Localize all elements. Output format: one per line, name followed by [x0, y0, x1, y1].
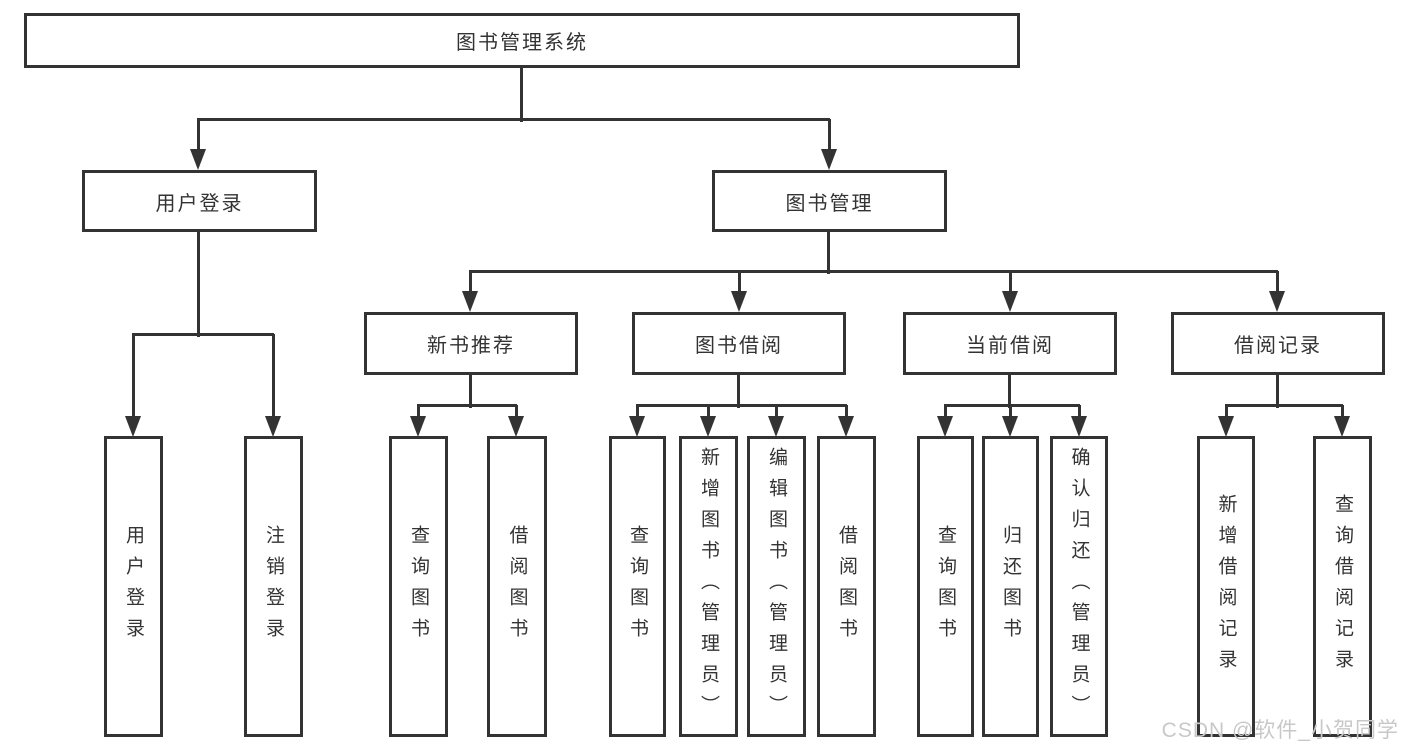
node-new-book-recommend-label: 新书推荐: [427, 335, 515, 357]
connector-line: [738, 271, 741, 293]
connector-line: [469, 374, 472, 408]
node-root-label: 图书管理系统: [456, 32, 588, 54]
leaf-confirm-return-admin-label: 确认归还（管理员）: [1068, 447, 1090, 726]
node-user-login-label: 用户登录: [155, 192, 244, 215]
arrow-down-icon: [265, 416, 281, 437]
leaf-logout: 注销登录: [244, 436, 303, 737]
leaf-borrow-books-recommend-label: 借阅图书: [506, 524, 528, 649]
leaf-borrow-books-recommend: 借阅图书: [487, 436, 547, 737]
leaf-query-books-borrowing: 查询图书: [609, 436, 666, 737]
leaf-edit-books-admin-label: 编辑图书（管理员）: [766, 447, 787, 726]
connector-line: [827, 232, 830, 274]
connector-line: [775, 405, 778, 418]
leaf-query-books-current: 查询图书: [917, 436, 974, 737]
node-book-management-label: 图书管理: [785, 192, 874, 215]
watermark: CSDN @软件_小贺同学: [1161, 719, 1399, 742]
node-book-management: 图书管理: [712, 170, 947, 232]
connector-line: [737, 374, 740, 408]
leaf-edit-books-admin: 编辑图书（管理员）: [747, 436, 806, 737]
connector-line: [944, 404, 1080, 407]
connector-line: [417, 405, 420, 418]
arrow-down-icon: [731, 291, 747, 312]
connector-line: [1225, 405, 1228, 418]
arrow-down-icon: [1218, 416, 1234, 437]
leaf-add-books-admin-label: 新增图书（管理员）: [698, 447, 719, 726]
connector-line: [520, 68, 523, 122]
arrow-down-icon: [1071, 416, 1087, 437]
connector-line: [515, 405, 518, 418]
connector-line: [132, 334, 135, 418]
leaf-return-books-label: 归还图书: [1000, 524, 1021, 649]
node-borrowing-records-label: 借阅记录: [1234, 335, 1322, 357]
leaf-add-borrow-record-label: 新增借阅记录: [1215, 493, 1237, 680]
leaf-user-login: 用户登录: [104, 436, 163, 737]
arrow-down-icon: [1269, 291, 1285, 312]
connector-line: [828, 119, 831, 151]
leaf-add-borrow-record: 新增借阅记录: [1197, 436, 1255, 737]
node-root: 图书管理系统: [24, 13, 1020, 68]
connector-line: [1009, 271, 1012, 293]
arrow-down-icon: [462, 291, 478, 312]
node-user-login: 用户登录: [82, 170, 317, 232]
leaf-confirm-return-admin: 确认归还（管理员）: [1050, 436, 1108, 737]
connector-line: [1276, 374, 1279, 408]
connector-line: [1341, 405, 1344, 418]
connector-line: [1008, 374, 1011, 408]
leaf-logout-label: 注销登录: [263, 524, 284, 649]
arrow-down-icon: [190, 149, 206, 170]
arrow-down-icon: [629, 416, 645, 437]
connector-line: [707, 405, 710, 418]
node-borrowing-records: 借阅记录: [1171, 312, 1385, 375]
leaf-query-books-borrowing-label: 查询图书: [627, 524, 648, 649]
leaf-query-borrow-record-label: 查询借阅记录: [1332, 493, 1353, 680]
connector-line: [1009, 405, 1012, 418]
connector-line: [1276, 271, 1279, 293]
leaf-query-books-current-label: 查询图书: [935, 524, 956, 649]
connector-line: [1225, 404, 1343, 407]
connector-line: [417, 404, 517, 407]
node-book-borrowing: 图书借阅: [632, 312, 846, 375]
connector-line: [845, 405, 848, 418]
leaf-borrow-books-borrowing-label: 借阅图书: [836, 524, 857, 649]
leaf-query-books-recommend-label: 查询图书: [408, 524, 429, 649]
leaf-return-books: 归还图书: [982, 436, 1039, 737]
arrow-down-icon: [125, 416, 141, 437]
arrow-down-icon: [1002, 416, 1018, 437]
leaf-query-books-recommend: 查询图书: [389, 436, 448, 737]
connector-line: [1078, 405, 1081, 418]
node-new-book-recommend: 新书推荐: [364, 312, 578, 375]
node-current-borrowing-label: 当前借阅: [966, 335, 1054, 357]
arrow-down-icon: [700, 416, 716, 437]
connector-line: [197, 119, 200, 151]
arrow-down-icon: [1002, 291, 1018, 312]
arrow-down-icon: [821, 149, 837, 170]
node-book-borrowing-label: 图书借阅: [695, 335, 783, 357]
arrow-down-icon: [768, 416, 784, 437]
arrow-down-icon: [508, 416, 524, 437]
leaf-add-books-admin: 新增图书（管理员）: [679, 436, 738, 737]
connector-line: [469, 271, 472, 293]
connector-line: [636, 404, 847, 407]
connector-line: [197, 118, 830, 121]
connector-line: [469, 270, 1278, 273]
connector-line: [132, 333, 274, 336]
connector-line: [636, 405, 639, 418]
arrow-down-icon: [937, 416, 953, 437]
leaf-borrow-books-borrowing: 借阅图书: [817, 436, 876, 737]
arrow-down-icon: [838, 416, 854, 437]
connector-line: [272, 334, 275, 418]
connector-line: [944, 405, 947, 418]
arrow-down-icon: [1334, 416, 1350, 437]
node-current-borrowing: 当前借阅: [903, 312, 1117, 375]
leaf-query-borrow-record: 查询借阅记录: [1313, 436, 1372, 737]
leaf-user-login-label: 用户登录: [123, 524, 144, 649]
connector-line: [197, 232, 200, 337]
arrow-down-icon: [410, 416, 426, 437]
